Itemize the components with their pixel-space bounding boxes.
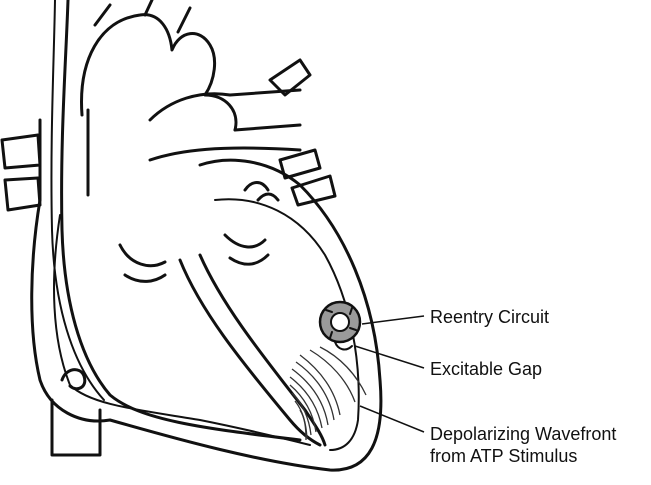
leader-excitable-gap xyxy=(354,345,425,369)
reentry-arrows xyxy=(325,307,357,339)
tricuspid-valve xyxy=(118,243,167,283)
heart-outer-wall xyxy=(30,158,383,472)
pulmonary-vessel-right xyxy=(268,58,312,97)
right-chamber-inner xyxy=(53,214,311,446)
label-wavefront-line2: from ATP Stimulus xyxy=(430,446,577,466)
right-pulmonary-veins xyxy=(0,133,42,212)
reentry-circuit xyxy=(318,300,362,344)
leader-reentry xyxy=(361,315,425,325)
depolarizing-wavefront xyxy=(289,346,367,441)
mitral-valve xyxy=(223,233,270,266)
pacing-lead-inner xyxy=(50,0,105,401)
label-excitable-gap: Excitable Gap xyxy=(430,359,542,379)
pulmonary-artery xyxy=(148,88,302,162)
aortic-valve xyxy=(243,181,280,202)
excitable-gap-mark xyxy=(334,341,353,351)
coronary-sinus xyxy=(60,368,87,391)
leader-wavefront xyxy=(359,405,425,433)
label-reentry-circuit: Reentry Circuit xyxy=(430,307,549,327)
inferior-vena-cava xyxy=(50,398,102,457)
aortic-arch-branches xyxy=(93,0,192,34)
reentry-circuit-core xyxy=(330,312,350,332)
pacing-lead xyxy=(60,0,302,442)
label-wavefront-line1: Depolarizing Wavefront xyxy=(430,424,616,444)
